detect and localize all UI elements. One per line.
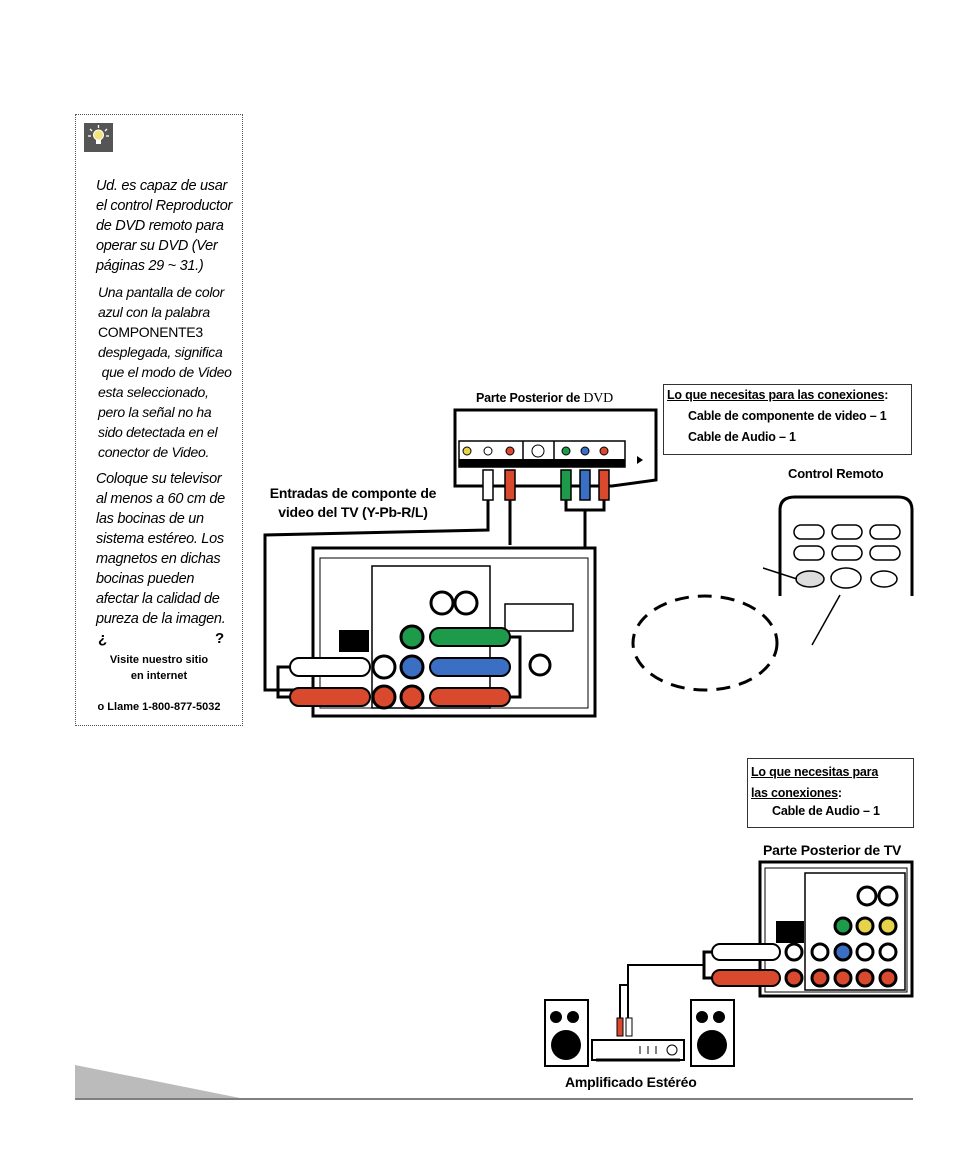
visit-line: Visite nuestro sitio bbox=[109, 654, 209, 666]
tip-line: de DVD remoto para bbox=[96, 218, 224, 234]
needs-title-1: Lo que necesitas para las conexiones: bbox=[667, 388, 888, 402]
needs-title-2: Lo que necesitas para las conexiones: bbox=[751, 762, 878, 804]
visit-line: en internet bbox=[130, 670, 188, 682]
tip-box bbox=[75, 114, 243, 726]
needs-box-2: Lo que necesitas para las conexiones: Ca… bbox=[747, 758, 914, 828]
needs-title-line: las conexiones bbox=[751, 786, 838, 800]
dvd-back-label: Parte Posterior de DVD bbox=[476, 391, 613, 407]
tv-component-inputs-label: Entradas de componte de video del TV (Y-… bbox=[262, 484, 444, 522]
needs-title-colon: : bbox=[884, 388, 889, 402]
tip-remote-text: Ud. es capaz de usar el control Reproduc… bbox=[96, 176, 246, 276]
needs-item: Cable de componente de video – 1 bbox=[688, 409, 887, 423]
dvd-back-panel bbox=[453, 408, 658, 488]
remote-control-illustration bbox=[762, 495, 914, 646]
tip-line: sistema estéreo. Los bbox=[96, 531, 224, 547]
needs-title-line: Lo que necesitas para bbox=[751, 765, 879, 779]
needs-title-text: Lo que necesitas para las conexiones bbox=[667, 388, 885, 402]
tv-back-panel-2 bbox=[758, 860, 914, 998]
tip-line: conector de Video. bbox=[98, 444, 210, 460]
tip-speaker-text: Coloque su televisor al menos a 60 cm de… bbox=[96, 469, 246, 629]
visit-website-text[interactable]: Visite nuestro sitio en internet bbox=[80, 652, 238, 684]
dvd-back-label-strong: DVD bbox=[583, 391, 614, 406]
dvd-back-label-prefix: Parte Posterior de bbox=[476, 391, 584, 405]
stereo-amplifier-label: Amplificado Estéréo bbox=[565, 1074, 697, 1090]
needs-box-1: Lo que necesitas para las conexiones: Ca… bbox=[663, 384, 912, 455]
tv1-plugs bbox=[276, 627, 522, 707]
left-speaker bbox=[544, 999, 589, 1067]
tv-back-label: Parte Posterior de TV bbox=[763, 842, 902, 858]
needs-item: Cable de Audio – 1 bbox=[772, 804, 880, 818]
tip-component-text: Una pantalla de color azul con la palabr… bbox=[98, 282, 248, 462]
dashed-highlight-ellipse bbox=[631, 594, 779, 692]
dvd-plugs bbox=[482, 469, 610, 501]
tip-line: pureza de la imagen. bbox=[96, 611, 226, 627]
needs-item: Cable de Audio – 1 bbox=[688, 430, 796, 444]
tip-line: al menos a 60 cm de bbox=[96, 491, 225, 507]
tip-line: páginas 29 ~ 31.) bbox=[96, 258, 204, 274]
needs-title-colon: : bbox=[837, 786, 842, 800]
tip-line: Coloque su televisor bbox=[96, 471, 222, 487]
label-line: Entradas de componte de bbox=[269, 485, 437, 501]
tip-line: azul con la palabra bbox=[98, 304, 210, 320]
tip-line: el control Reproductor bbox=[96, 198, 233, 214]
label-line: video del TV (Y-Pb-R/L) bbox=[278, 504, 428, 520]
tip-line: esta seleccionado, bbox=[98, 384, 209, 400]
call-phone-text: o Llame 1-800-877-5032 bbox=[97, 701, 221, 713]
remote-control-label: Control Remoto bbox=[788, 466, 884, 481]
tip-line: afectar la calidad de bbox=[96, 591, 220, 607]
lightbulb-icon bbox=[84, 123, 113, 152]
tip-line: COMPONENTE3 bbox=[98, 324, 203, 340]
question-close: ? bbox=[215, 630, 225, 647]
tip-line: Una pantalla de color bbox=[98, 284, 225, 300]
tv2-plugs bbox=[616, 943, 781, 1037]
stereo-amplifier bbox=[591, 1039, 685, 1062]
tip-line: Ud. es capaz de usar bbox=[96, 178, 228, 194]
tip-line: sido detectada en el bbox=[98, 424, 218, 440]
tip-line: bocinas pueden bbox=[96, 571, 195, 587]
tip-line: desplegada, significa bbox=[98, 344, 223, 360]
tip-line: operar su DVD (Ver bbox=[96, 238, 218, 254]
right-speaker bbox=[690, 999, 735, 1067]
page-corner-shade bbox=[75, 1065, 240, 1098]
tip-line: las bocinas de un bbox=[96, 511, 204, 527]
question-open: ¿ bbox=[98, 630, 108, 647]
tip-line: que el modo de Video bbox=[98, 364, 232, 380]
tip-line: pero la señal no ha bbox=[98, 404, 212, 420]
tip-line: magnetos en dichas bbox=[96, 551, 221, 567]
